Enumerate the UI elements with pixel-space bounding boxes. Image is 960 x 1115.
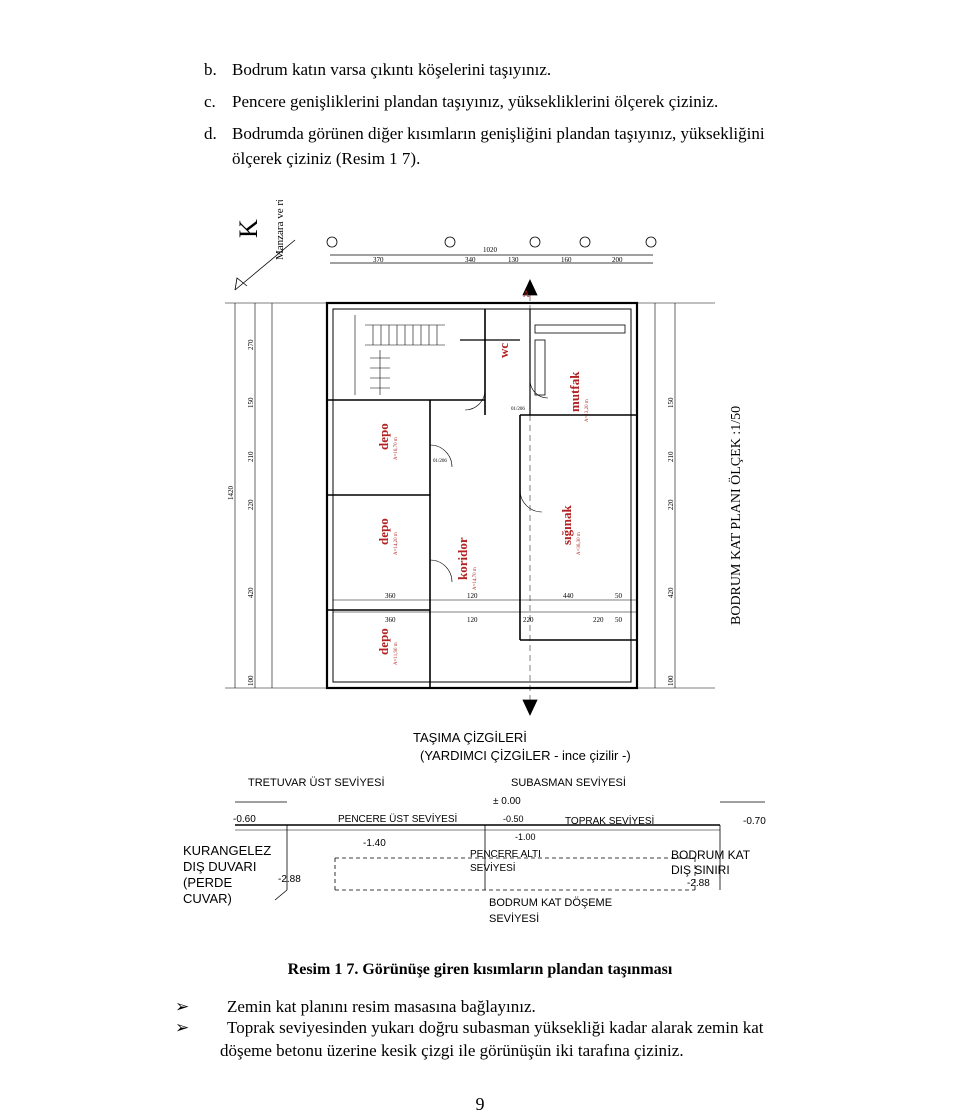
room-depo-3: depo <box>376 628 391 655</box>
top-dim: 200 <box>612 256 623 264</box>
level-288-left: -2.88 <box>278 874 301 885</box>
top-dim: 340 <box>465 256 476 264</box>
left-dim: 150 <box>247 397 255 408</box>
bullet-text: Zemin kat planını resim masasına bağlayı… <box>227 997 536 1016</box>
level-zero: ± 0.00 <box>493 796 521 807</box>
step-text-cont: ölçerek çiziniz (Resim 1 7). <box>232 149 421 168</box>
doseme-line1: BODRUM KAT DÖŞEME <box>489 897 612 909</box>
right-dim: 150 <box>667 397 675 408</box>
room-area: A=13,20 m <box>585 399 590 422</box>
level-288-right: -2.88 <box>687 878 710 889</box>
left-total-dim: 1420 <box>227 486 235 501</box>
elevation-transfer-diagram: TAŞIMA ÇİZGİLERİ (YARDIMCI ÇİZGİLER - in… <box>183 730 766 925</box>
kurangelez-line3: (PERDE <box>183 875 232 890</box>
step-d-continued: ölçerek çiziniz (Resim 1 7). <box>232 149 420 169</box>
tretuvar-label: TRETUVAR ÜST SEVİYESİ <box>248 776 385 789</box>
bottom-dim: 50 <box>615 616 623 624</box>
figure-caption: Resim 1 7. Görünüşe giren kısımların pla… <box>287 961 673 978</box>
bottom-dim: 360 <box>385 592 396 600</box>
room-wc: wc <box>496 343 511 358</box>
section-marker-icon <box>522 699 538 716</box>
kurangelez-line1: KURANGELEZ <box>183 843 271 858</box>
arrowhead-icon: ➢ <box>175 997 190 1017</box>
step-d: d. Bodrumda görünen diğer kısımların gen… <box>204 124 765 144</box>
section-letter: A <box>523 289 530 299</box>
room-koridor: koridor <box>455 537 470 580</box>
kurangelez-line4: CUVAR) <box>183 891 232 906</box>
right-dim: 100 <box>667 675 675 686</box>
north-arrow-icon <box>234 239 296 291</box>
toprak-label: TOPRAK SEVİYESİ <box>565 814 654 827</box>
left-dim: 420 <box>247 587 255 598</box>
left-dim: 100 <box>247 675 255 686</box>
step-letter: d. <box>204 124 217 143</box>
plan-title: BODRUM KAT PLANI ÖLÇEK :1/50 <box>727 406 744 625</box>
elevation-title: TAŞIMA ÇİZGİLERİ <box>413 730 527 745</box>
door-label: 01/206 <box>433 459 447 464</box>
room-siginak: sığınak <box>559 504 574 545</box>
bottom-dim: 360 <box>385 616 396 624</box>
bullet-text-cont: döşeme betonu üzerine kesik çizgi ile gö… <box>220 1041 684 1060</box>
level-left: -0.60 <box>233 814 256 825</box>
level-140: -1.40 <box>363 838 386 849</box>
door-swings <box>429 379 549 583</box>
bottom-dim: 220 <box>523 616 534 624</box>
top-total-dim: 1020 <box>483 246 498 254</box>
top-dim: 370 <box>373 256 384 264</box>
north-letter: K <box>234 219 263 238</box>
step-text: Bodrum katın varsa çıkıntı köşelerini ta… <box>232 60 552 79</box>
level-050: -0.50 <box>503 814 524 824</box>
staircase <box>354 315 445 395</box>
right-dimension-lines <box>637 302 715 689</box>
right-dim: 220 <box>667 499 675 510</box>
bottom-dim: 120 <box>467 592 478 600</box>
arrowhead-icon: ➢ <box>175 1018 190 1038</box>
bodrum-sinir-line2: DIŞ SINIRI <box>671 863 730 877</box>
kurangelez-line2: DIŞ DUVARI <box>183 859 256 874</box>
level-100: -1.00 <box>515 832 536 842</box>
pencere-alti-line1: PENCERE ALTI <box>470 849 541 860</box>
level-right: -0.70 <box>743 816 766 827</box>
top-dim: 130 <box>508 256 519 264</box>
pencere-ust-label: PENCERE ÜST SEVİYESİ <box>338 812 457 825</box>
room-area: A=11,90 m <box>394 642 399 665</box>
room-depo-2: depo <box>376 518 391 545</box>
step-letter: b. <box>204 60 217 79</box>
left-dim: 220 <box>247 499 255 510</box>
room-area: A=14,20 m <box>394 532 399 555</box>
step-b: b. Bodrum katın varsa çıkıntı köşelerini… <box>204 60 552 80</box>
elevation-subtitle: (YARDIMCI ÇİZGİLER - ince çizilir -) <box>420 748 631 763</box>
right-dim: 210 <box>667 451 675 462</box>
room-depo-1: depo <box>376 423 391 450</box>
pencere-alti-line2: SEVİYESİ <box>470 861 516 874</box>
room-area: A=36,30 m <box>577 532 582 555</box>
room-mutfak: mutfak <box>567 371 582 412</box>
bottom-dim: 120 <box>467 616 478 624</box>
subasman-label: SUBASMAN SEVİYESİ <box>511 776 626 789</box>
left-dim: 270 <box>247 339 255 350</box>
step-text: Bodrumda görünen diğer kısımların genişl… <box>232 124 765 143</box>
window-label: 01/206 <box>511 407 525 412</box>
bodrum-sinir-line1: BODRUM KAT <box>671 848 751 862</box>
page-number: 9 <box>475 1094 485 1114</box>
bottom-dim: 220 <box>593 616 604 624</box>
doseme-line2: SEVİYESİ <box>489 912 539 925</box>
grid-bubbles-top <box>326 236 657 248</box>
room-area: A=16,70 m <box>394 437 399 460</box>
wind-label: Manzara ve rüzgar yönü <box>274 200 286 260</box>
right-dim: 420 <box>667 587 675 598</box>
bullet-text: Toprak seviyesinden yukarı doğru subasma… <box>227 1018 764 1037</box>
step-letter: c. <box>204 92 216 111</box>
step-c: c. Pencere genişliklerini plandan taşıyı… <box>204 92 719 112</box>
left-dim: 210 <box>247 451 255 462</box>
bottom-dim: 50 <box>615 592 623 600</box>
left-dimension-lines <box>225 302 327 689</box>
top-dim: 160 <box>561 256 572 264</box>
room-area: A=14,70 m <box>473 567 478 590</box>
basement-floor-plan: K Manzara ve rüzgar yönü 1020 370 340 13… <box>225 200 744 716</box>
bottom-dim: 440 <box>563 592 574 600</box>
step-text: Pencere genişliklerini plandan taşıyınız… <box>232 92 719 111</box>
bullet-continuation: döşeme betonu üzerine kesik çizgi ile gö… <box>220 1041 684 1061</box>
